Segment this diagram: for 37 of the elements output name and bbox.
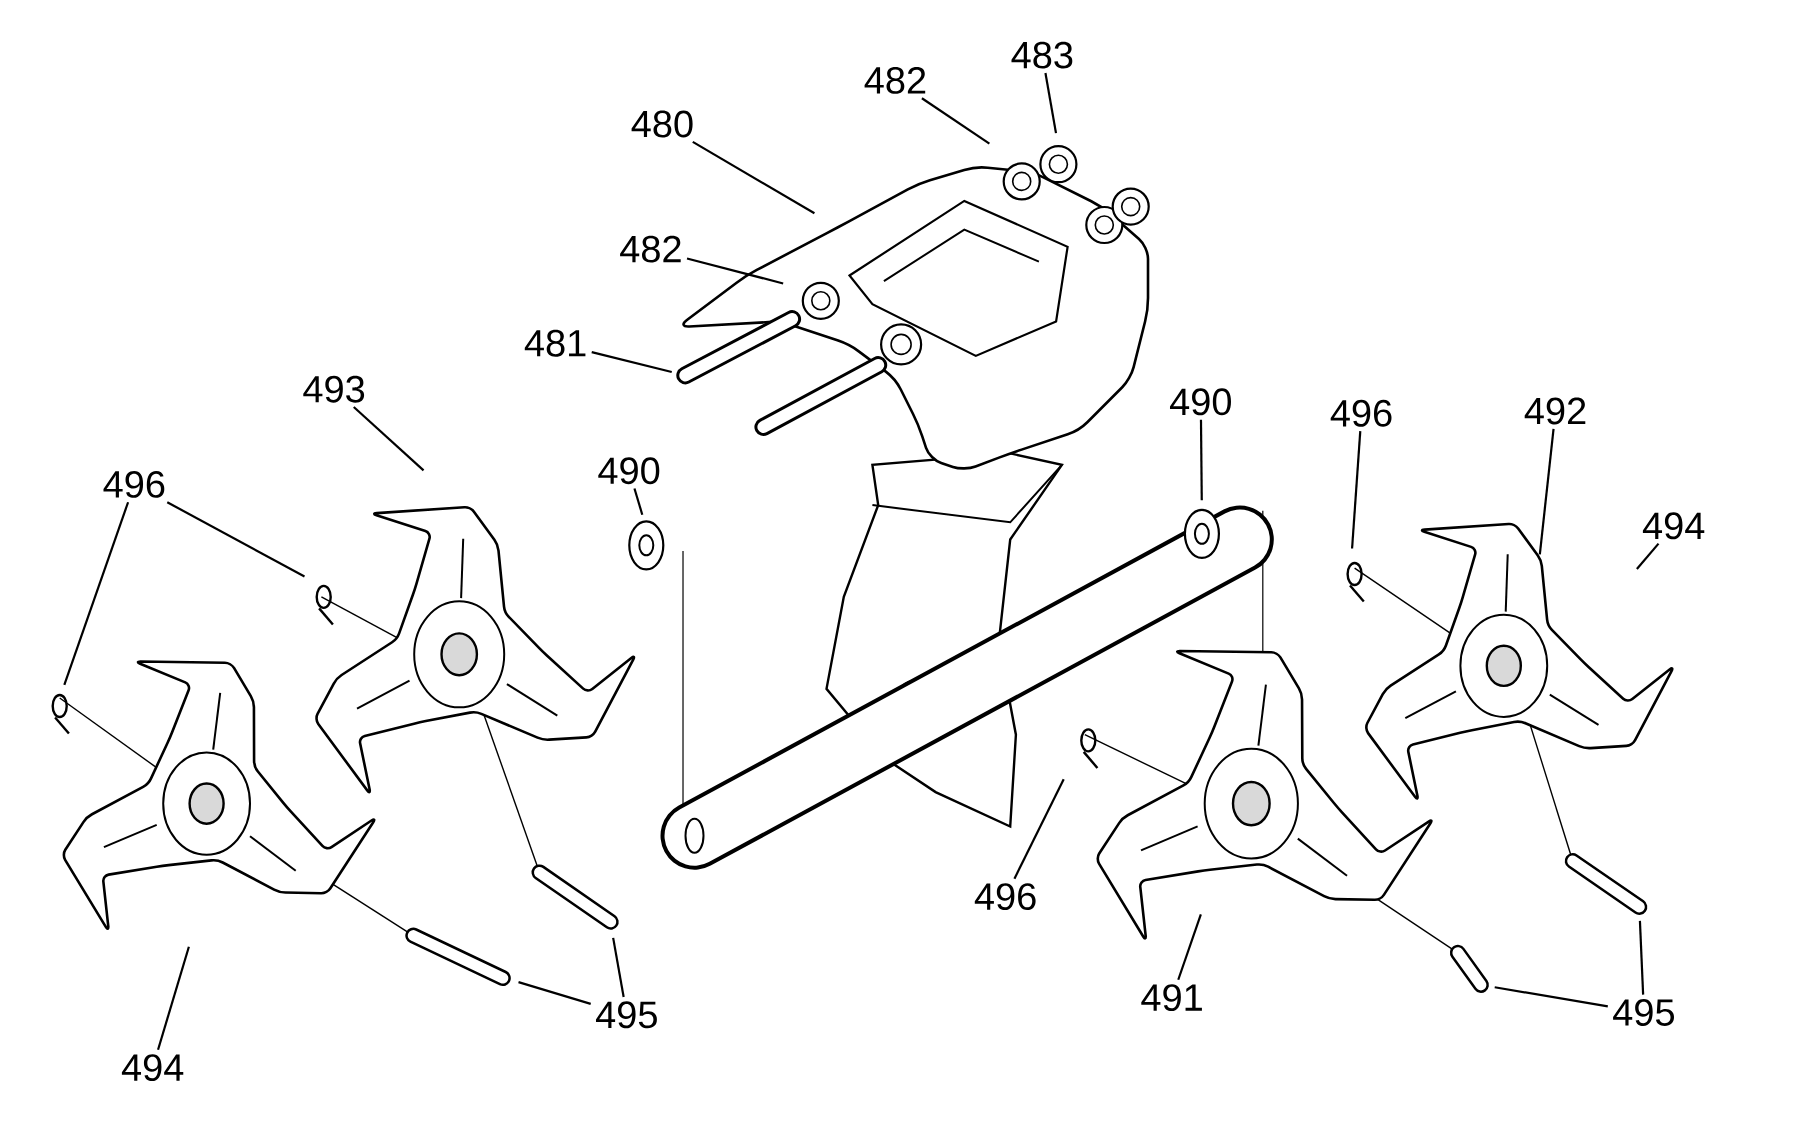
leader-line: [353, 406, 425, 472]
callout-number: 481: [524, 329, 586, 357]
callout-number: 482: [620, 235, 681, 263]
leader-line: [1538, 428, 1555, 555]
callout-number: 494: [1642, 512, 1705, 540]
callout-number: 492: [1524, 397, 1586, 425]
leader-line: [518, 981, 592, 1005]
leader-line: [692, 140, 815, 215]
callout-number: 496: [103, 470, 165, 498]
callout-number: 496: [1330, 399, 1392, 427]
callout-number: 480: [631, 110, 693, 138]
callout-number: 482: [864, 66, 926, 94]
leader-line: [1013, 778, 1065, 880]
callout-number: 491: [1141, 984, 1202, 1012]
leader-line: [921, 97, 990, 145]
leader-line: [1044, 72, 1058, 134]
leader-line: [157, 946, 190, 1051]
callout-number: 483: [1011, 41, 1073, 69]
leader-line: [1199, 419, 1203, 501]
leader-line: [591, 351, 672, 374]
leader-line: [166, 501, 305, 578]
leader-line: [633, 488, 644, 515]
leader-line: [1351, 431, 1362, 549]
leader-line: [1494, 986, 1608, 1008]
callout-number: 490: [1170, 388, 1231, 416]
callout-number: 496: [974, 883, 1036, 911]
callout-number: 494: [121, 1054, 184, 1082]
callout-number: 490: [598, 457, 660, 485]
leader-line: [612, 937, 625, 998]
leader-line: [1636, 542, 1660, 570]
callout-number: 493: [303, 375, 365, 403]
leader-line: [63, 501, 130, 686]
callout-number: 495: [596, 1001, 657, 1029]
leader-line: [1177, 913, 1202, 981]
leader-line: [686, 257, 784, 285]
callout-number: 495: [1613, 999, 1674, 1026]
leader-line: [1638, 920, 1645, 995]
